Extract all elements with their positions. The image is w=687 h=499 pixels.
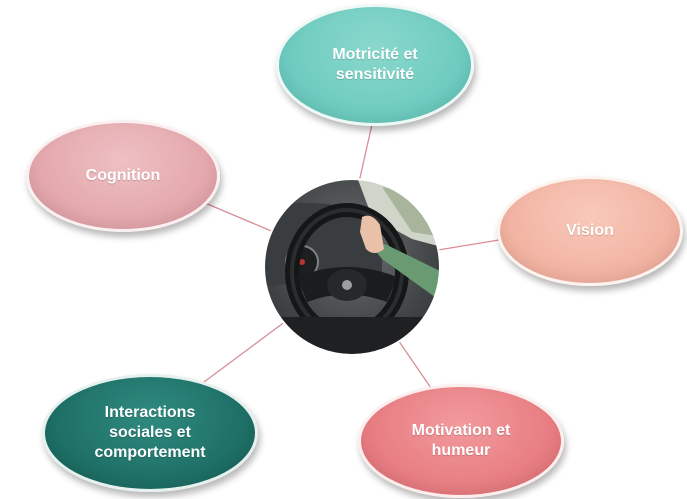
node-motivation: Motivation et humeur <box>358 384 564 498</box>
driver-photo <box>262 177 442 357</box>
node-vision-label: Vision <box>566 222 614 239</box>
node-motricite-label: Motricité et sensitivité <box>332 46 418 83</box>
connector-motivation <box>395 336 432 389</box>
node-interactions: Interactions sociales et comportement <box>42 374 258 492</box>
node-cognition-label: Cognition <box>85 167 161 184</box>
connector-cognition <box>197 199 277 234</box>
steering-wheel-image <box>263 178 441 356</box>
node-motivation-label: Motivation et humeur <box>411 422 511 459</box>
connector-vision <box>437 239 500 251</box>
node-cognition: Cognition <box>26 120 220 232</box>
node-interactions-label: Interactions sociales et comportement <box>94 404 206 461</box>
node-vision: Vision <box>497 176 683 286</box>
node-motricite: Motricité et sensitivité <box>276 4 474 126</box>
connector-interactions <box>203 317 291 383</box>
